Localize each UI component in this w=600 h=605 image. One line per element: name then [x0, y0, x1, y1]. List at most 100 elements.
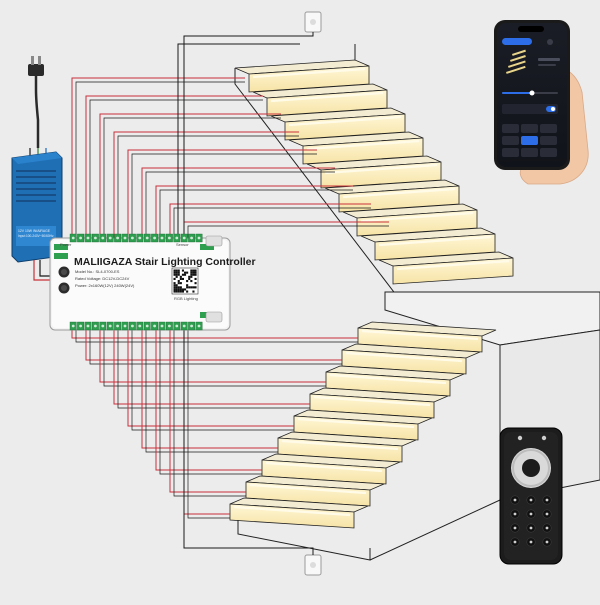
qr-module	[192, 273, 195, 276]
app-button	[521, 136, 538, 145]
upper-step-led-strip	[306, 139, 420, 151]
upper-step-led-strip	[288, 115, 402, 127]
qr-module	[175, 286, 178, 289]
terminal-screw	[131, 324, 134, 328]
terminal-screw	[153, 324, 157, 328]
qr-module	[190, 269, 193, 272]
qr-code	[171, 267, 199, 295]
remote-button-icon	[545, 498, 549, 502]
led-wire-negative	[145, 330, 278, 453]
led-wire-negative	[187, 330, 230, 519]
qr-module	[175, 290, 178, 293]
terminal-screw	[86, 324, 90, 328]
upper-step-led-strip	[378, 235, 492, 247]
terminal-screw	[138, 324, 142, 328]
led-wire-positive	[99, 113, 281, 238]
remote-button-icon	[545, 526, 549, 530]
terminal-screw	[160, 236, 164, 240]
app-button	[521, 124, 538, 133]
controller-power-label: Power	[60, 242, 72, 247]
qr-module	[177, 286, 180, 289]
controller-voltage: Rated Voltage: DC12V-DC24V	[75, 276, 130, 281]
qr-module	[173, 277, 176, 280]
led-wire-positive	[169, 203, 371, 238]
lower-step-led-strip	[361, 329, 479, 341]
led-wire-positive	[127, 149, 317, 238]
qr-module	[184, 271, 187, 274]
qr-module	[179, 277, 182, 280]
qr-module	[175, 269, 178, 272]
qr-module	[192, 290, 195, 293]
upper-step-led-strip	[396, 259, 510, 271]
psu-label-line2: Input:100-240V~50/60Hz	[18, 234, 54, 238]
remote-button-icon	[513, 512, 517, 516]
power-supply: 12V 10W IN/AIRAGE Input:100-240V~50/60Hz	[11, 56, 63, 281]
terminal-screw	[123, 324, 127, 328]
terminal-screw	[190, 236, 194, 240]
terminal-screw	[131, 236, 134, 240]
app-toggle	[502, 38, 532, 45]
qr-module	[194, 273, 197, 276]
psu-label-area	[16, 226, 56, 246]
terminal-screw	[175, 324, 179, 328]
upper-step-led-strip	[252, 67, 366, 79]
led-wire-negative	[173, 207, 371, 238]
terminal-screw	[182, 324, 186, 328]
qr-module	[192, 271, 195, 274]
lower-step-led-strip	[329, 373, 447, 385]
led-wire-negative	[89, 330, 342, 365]
qr-module	[188, 277, 191, 280]
qr-module	[194, 286, 197, 289]
remote-button-grid	[510, 495, 552, 547]
qr-module	[186, 271, 189, 274]
qr-module	[190, 275, 193, 278]
qr-module	[179, 275, 182, 278]
lower-step-led-strip	[249, 483, 367, 495]
remote-button-icon	[529, 498, 533, 502]
qr-module	[175, 288, 178, 291]
remote-button-icon	[529, 512, 533, 516]
qr-module	[188, 286, 191, 289]
terminal-screw	[175, 236, 179, 240]
terminal-screw	[123, 236, 127, 240]
lower-step-led-strip	[297, 417, 415, 429]
bottom-motion-sensor	[304, 554, 322, 576]
terminal-screw	[138, 236, 142, 240]
remote-button-icon	[545, 512, 549, 516]
qr-module	[181, 269, 184, 272]
led-wire-positive	[85, 95, 263, 238]
qr-module	[181, 277, 184, 280]
terminal-screw	[101, 324, 105, 328]
controller-power: Power: 2x160W(12V) 240W(24V)	[75, 283, 135, 288]
controller-model: Model No.: SL4-0700-ES	[75, 269, 120, 274]
qr-caption: RGB Lighting	[174, 296, 198, 301]
remote-button-icon	[513, 498, 517, 502]
wiring	[71, 77, 389, 519]
qr-module	[173, 269, 176, 272]
upper-step-led-strip	[360, 211, 474, 223]
qr-module	[190, 286, 193, 289]
qr-module	[190, 280, 193, 283]
terminal-screw	[101, 236, 105, 240]
app-stair-preview	[505, 49, 526, 74]
led-wire-negative	[145, 171, 335, 238]
qr-module	[175, 273, 178, 276]
upper-step-led-strip	[270, 91, 384, 103]
qr-module	[190, 273, 193, 276]
qr-module	[179, 288, 182, 291]
qr-module	[181, 288, 184, 291]
qr-module	[173, 290, 176, 293]
terminal-screw	[168, 236, 171, 240]
psu-label-line1: 12V 10W IN/AIRAGE	[18, 229, 51, 233]
qr-module	[175, 284, 178, 287]
qr-module	[173, 286, 176, 289]
terminal-screw	[71, 236, 75, 240]
qr-module	[179, 290, 182, 293]
power-plug	[28, 56, 44, 76]
terminal-screw	[168, 324, 171, 328]
terminal-screw	[145, 236, 149, 240]
terminal-screw	[160, 324, 164, 328]
qr-module	[186, 280, 189, 283]
